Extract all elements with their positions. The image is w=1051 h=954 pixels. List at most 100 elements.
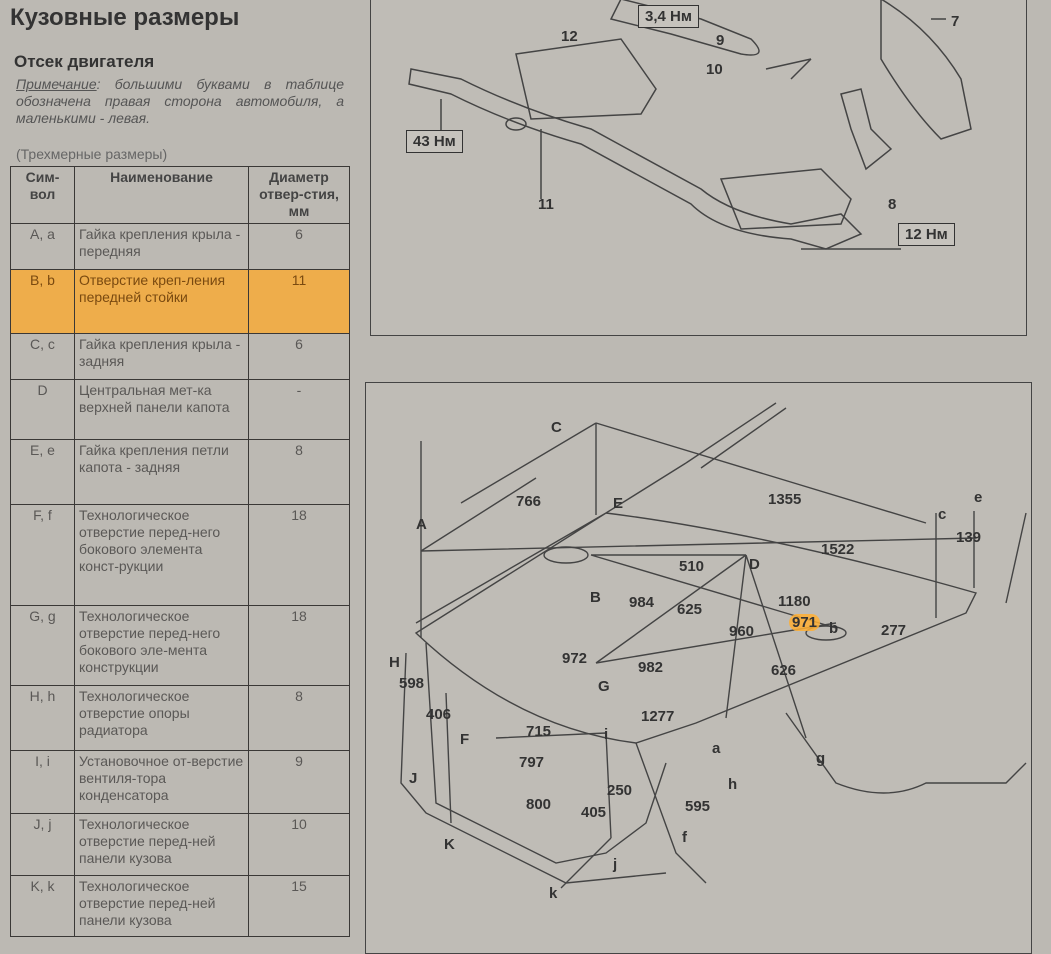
cell-name: Гайка крепления крыла - передняя bbox=[74, 223, 249, 270]
cell-symbol: F, f bbox=[10, 504, 75, 606]
dimension-label: J bbox=[409, 770, 418, 787]
dimension-label: 800 bbox=[526, 796, 552, 813]
dimension-label: j bbox=[613, 856, 618, 873]
cell-symbol: G, g bbox=[10, 605, 75, 686]
dimension-label: 250 bbox=[607, 782, 633, 799]
dimension-label: D bbox=[749, 556, 760, 573]
dimension-label: E bbox=[613, 495, 624, 512]
callout: 7 bbox=[951, 13, 960, 30]
callout: 10 bbox=[706, 61, 723, 78]
dimension-label: g bbox=[816, 750, 826, 767]
dimension-label: 984 bbox=[629, 594, 655, 611]
cell-diameter: 8 bbox=[248, 685, 350, 751]
dimension-label: A bbox=[416, 516, 427, 533]
cell-symbol: I, i bbox=[10, 750, 75, 814]
cell-diameter: 18 bbox=[248, 605, 350, 686]
callout: 12 bbox=[561, 28, 578, 45]
col-symbol: Сим-вол bbox=[10, 166, 75, 224]
dimension-label: a bbox=[712, 740, 721, 757]
cell-name: Технологическое отверстие перед-него бок… bbox=[74, 605, 249, 686]
dimension-label: 510 bbox=[679, 558, 705, 575]
cell-diameter: 8 bbox=[248, 439, 350, 505]
exhaust-drawing bbox=[408, 0, 972, 250]
cell-name: Технологическое отверстие перед-ней пане… bbox=[74, 875, 249, 937]
table-header: Сим-вол Наименование Диаметр отвер-стия,… bbox=[10, 166, 350, 224]
dimension-label: 139 bbox=[956, 529, 982, 546]
dimension-label: 1180 bbox=[778, 593, 811, 610]
cell-symbol: C, c bbox=[10, 333, 75, 380]
dimension-label: 1355 bbox=[768, 491, 802, 508]
dimension-label: h bbox=[728, 776, 738, 793]
callout: 8 bbox=[888, 196, 897, 213]
cell-name: Технологическое отверстие перед-ней пане… bbox=[74, 813, 249, 876]
note-text: : большими буквами в таблице обозначена … bbox=[16, 76, 344, 126]
cell-symbol: A, a bbox=[10, 223, 75, 270]
dimension-label: 960 bbox=[729, 623, 755, 640]
dimensions-table: Сим-вол Наименование Диаметр отвер-стия,… bbox=[10, 166, 350, 937]
note-label: Примечание bbox=[16, 76, 97, 92]
dimension-label: f bbox=[682, 829, 687, 846]
callout: 11 bbox=[538, 196, 554, 213]
engine-bay-drawing bbox=[400, 402, 1027, 889]
dimension-label: 1277 bbox=[641, 708, 675, 725]
callout: 9 bbox=[716, 32, 725, 49]
section-title: Отсек двигателя bbox=[14, 52, 155, 71]
dimension-label: 766 bbox=[516, 493, 542, 510]
dimension-label: 625 bbox=[677, 601, 703, 618]
dimension-label: i bbox=[604, 726, 609, 743]
cell-symbol: J, j bbox=[10, 813, 75, 876]
dimension-label: 595 bbox=[685, 798, 711, 815]
dimension-label: G bbox=[598, 678, 610, 695]
cell-diameter: 10 bbox=[248, 813, 350, 876]
torque-label: 3,4 Нм bbox=[638, 5, 699, 28]
col-diameter: Диаметр отвер-стия, мм bbox=[248, 166, 350, 224]
cell-diameter: 6 bbox=[248, 223, 350, 270]
cell-diameter: 18 bbox=[248, 504, 350, 606]
cell-name: Технологическое отверстие опоры радиатор… bbox=[74, 685, 249, 751]
dimension-label: 406 bbox=[426, 706, 452, 723]
dimension-label: K bbox=[444, 836, 455, 853]
dimension-label: B bbox=[590, 589, 601, 606]
cell-symbol: H, h bbox=[10, 685, 75, 751]
table-caption: (Трехмерные размеры) bbox=[16, 146, 168, 162]
torque-label: 43 Нм bbox=[406, 130, 463, 153]
dimension-label: c bbox=[938, 506, 947, 523]
cell-symbol: K, k bbox=[10, 875, 75, 937]
col-name: Наименование bbox=[74, 166, 249, 224]
dimension-label: 715 bbox=[526, 723, 552, 740]
exhaust-diagram: 3,4 Нм 43 Нм 12 Нм 9 7 12 10 11 8 bbox=[370, 0, 1027, 336]
dimension-label: 982 bbox=[638, 659, 664, 676]
dimension-label: k bbox=[549, 885, 558, 902]
dimension-label: 277 bbox=[881, 622, 907, 639]
dimension-label: H bbox=[389, 654, 400, 671]
cell-symbol: B, b bbox=[10, 269, 75, 334]
cell-name: Отверстие креп-ления передней стойки bbox=[74, 269, 249, 334]
cell-symbol: E, e bbox=[10, 439, 75, 505]
cell-name: Гайка крепления петли капота - задняя bbox=[74, 439, 249, 505]
cell-diameter: 6 bbox=[248, 333, 350, 380]
dimension-label: 598 bbox=[399, 675, 425, 692]
dimension-label: 405 bbox=[581, 804, 607, 821]
torque-label: 12 Нм bbox=[898, 223, 955, 246]
cell-diameter: 15 bbox=[248, 875, 350, 937]
dimension-label: C bbox=[551, 419, 562, 436]
cell-symbol: D bbox=[10, 379, 75, 440]
cell-diameter: - bbox=[248, 379, 350, 440]
cell-name: Центральная мет-ка верхней панели капота bbox=[74, 379, 249, 440]
dimension-label: 797 bbox=[519, 754, 545, 771]
dimension-label: 972 bbox=[562, 650, 588, 667]
note: Примечание: большими буквами в таблице о… bbox=[16, 76, 344, 127]
dimension-label: 1522 bbox=[821, 541, 855, 558]
dimension-label: 626 bbox=[771, 662, 797, 679]
dimension-label: b bbox=[829, 620, 839, 637]
highlighted-dimension-label: 971 bbox=[789, 614, 821, 631]
